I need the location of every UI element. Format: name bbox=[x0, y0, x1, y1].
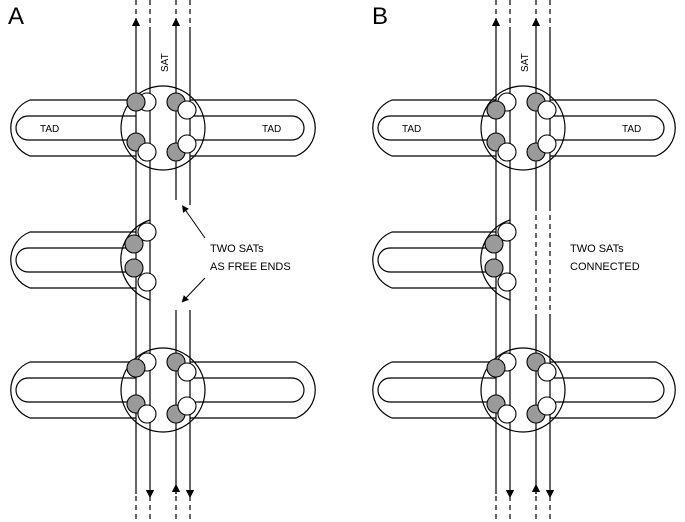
panel-b-top-tad-loops: TAD TAD bbox=[372, 99, 676, 157]
panel-a-bottom-hub bbox=[120, 347, 206, 433]
panel-a: A SAT bbox=[8, 0, 316, 522]
panel-a-note-line2: AS FREE ENDS bbox=[210, 261, 291, 273]
panel-a-sat-label: SAT bbox=[160, 53, 171, 72]
panel-b-bottom-dashes bbox=[495, 496, 551, 522]
panel-b-connected-annotation: TWO SATs CONNECTED bbox=[570, 243, 640, 273]
panel-a-bottom-dashes bbox=[135, 496, 191, 522]
panel-a-free-ends-annotation: TWO SATs AS FREE ENDS bbox=[181, 205, 291, 303]
panel-b-top-hub bbox=[480, 85, 566, 171]
panel-a-note-line1: TWO SATs bbox=[210, 243, 264, 255]
panel-b-strands bbox=[491, 17, 555, 499]
panel-b-bottom-hub bbox=[480, 347, 566, 433]
panel-b-tad-left-label: TAD bbox=[402, 124, 421, 135]
panel-a-top-beads bbox=[126, 92, 197, 162]
panel-a-tad-right-label: TAD bbox=[262, 124, 281, 135]
panel-b-tad-right-label: TAD bbox=[622, 124, 641, 135]
panel-a-top-dashes bbox=[135, 0, 191, 28]
panel-a-middle-loop bbox=[10, 219, 157, 301]
panel-a-letter: A bbox=[8, 3, 24, 30]
panel-b-bottom-tad-loops bbox=[372, 361, 676, 419]
panel-b-top-beads bbox=[486, 92, 557, 162]
panel-b-sat-label: SAT bbox=[520, 53, 531, 72]
panel-b-note-line2: CONNECTED bbox=[570, 261, 640, 273]
panel-b-top-dashes bbox=[495, 0, 551, 28]
panel-b-note-line1: TWO SATs bbox=[570, 243, 624, 255]
panel-b-letter: B bbox=[372, 3, 388, 30]
panel-a-strands bbox=[131, 17, 195, 499]
panel-a-tad-left-label: TAD bbox=[40, 124, 59, 135]
panel-b: B SAT bbox=[372, 0, 676, 522]
panel-a-top-tad-loops: TAD TAD bbox=[10, 99, 316, 157]
panel-a-bottom-tad-loops bbox=[10, 361, 316, 419]
panel-b-bottom-beads bbox=[486, 352, 557, 424]
panel-b-middle-loop bbox=[372, 219, 517, 301]
panel-a-bottom-beads bbox=[126, 352, 197, 424]
panel-a-top-hub bbox=[120, 85, 206, 171]
